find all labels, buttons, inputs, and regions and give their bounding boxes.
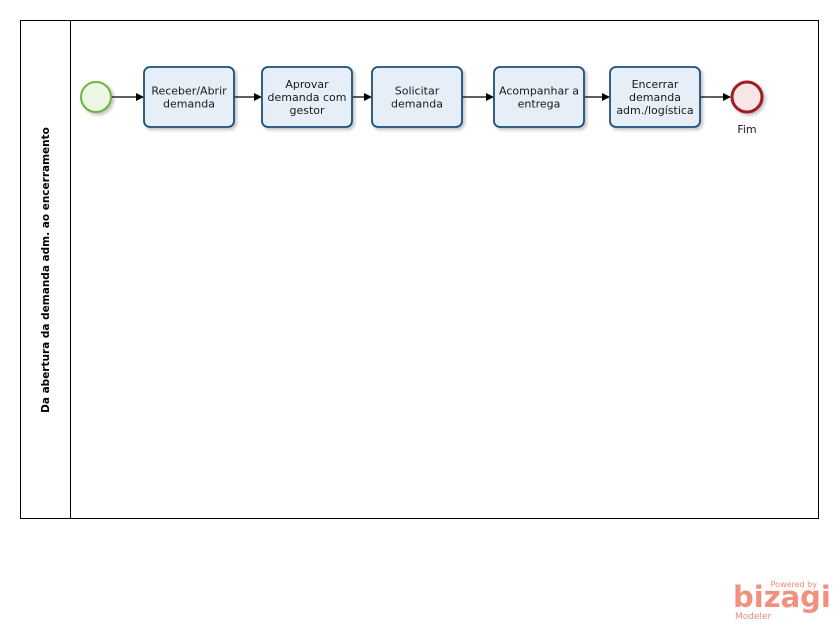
end-event[interactable]: Fim: [730, 80, 764, 136]
end-event-label: Fim: [737, 123, 756, 136]
task-label-line: demanda: [629, 91, 681, 104]
watermark-brand-logo: bizagi: [733, 580, 831, 614]
watermark-powered-text: Powered by: [770, 580, 817, 589]
task-box: [143, 66, 235, 128]
task-box: [371, 66, 463, 128]
task-label-line: demanda: [163, 98, 215, 111]
task-box: [493, 66, 585, 128]
pool-header: Da abertura da demanda adm. ao encerrame…: [21, 21, 71, 518]
task-label-line: Aprovar: [285, 78, 329, 91]
task-label-line: Receber/Abrir: [151, 85, 227, 98]
task-label-line: Acompanhar a: [499, 85, 579, 98]
start-event-circle: [80, 81, 112, 113]
end-event-circle: [730, 80, 764, 114]
task-label-line: demanda com: [268, 91, 347, 104]
task-box: [261, 66, 353, 128]
task-label-line: demanda: [391, 98, 443, 111]
start-event[interactable]: [80, 81, 112, 113]
bizagi-watermark: Powered by bizagi Modeler: [733, 578, 831, 626]
watermark-product-text: Modeler: [735, 612, 772, 622]
task-label-line: gestor: [289, 104, 325, 117]
task-label-line: Encerrar: [632, 78, 679, 91]
task-label-line: entrega: [518, 98, 561, 111]
task-box: [609, 66, 701, 128]
task-label-line: adm./logística: [616, 104, 693, 117]
task-label-line: Solicitar: [395, 85, 440, 98]
